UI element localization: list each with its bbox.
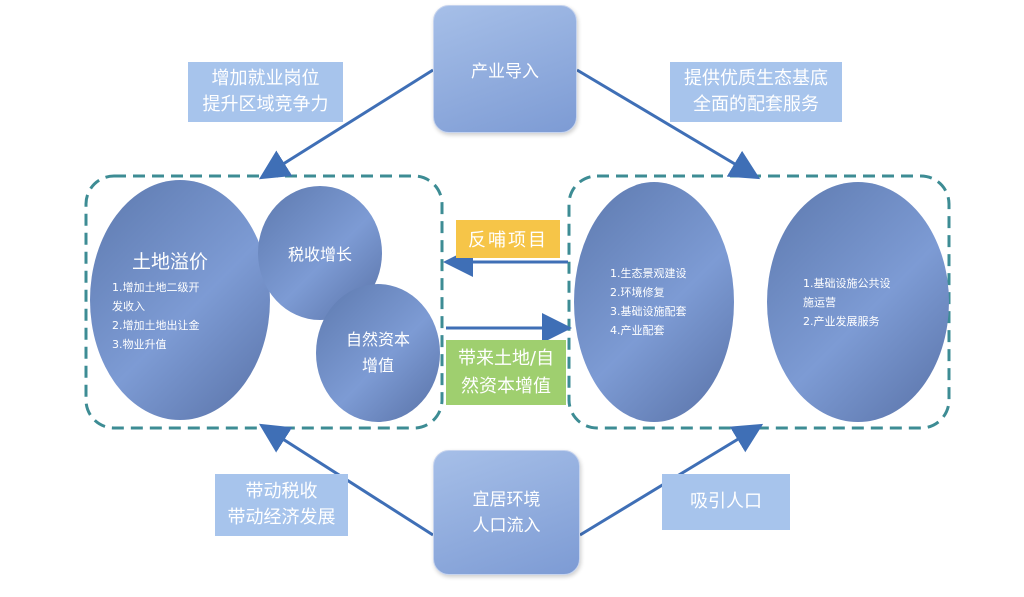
circle-nature: 自然资本 增值 <box>316 284 440 422</box>
arrow-bottom-left <box>258 423 434 537</box>
label-top-right: 提供优质生态基底 全面的配套服务 <box>670 62 842 122</box>
ops-item: 2.产业发展服务 <box>803 314 880 328</box>
eco-item: 4.产业配套 <box>610 324 665 337</box>
label-line: 提升区域竞争力 <box>202 94 329 115</box>
label-line: 带动经济发展 <box>227 507 336 528</box>
label-bottom-left: 带动税收 带动经济发展 <box>215 474 348 536</box>
land-item: 1.增加土地二级开 <box>112 280 200 294</box>
ops-item: 施运营 <box>803 295 836 309</box>
eco-item: 1.生态景观建设 <box>610 267 687 280</box>
eco-item: 3.基础设施配套 <box>610 305 687 318</box>
label-line: 吸引人口 <box>690 491 762 512</box>
nature-line: 自然资本 <box>345 330 410 349</box>
feedback-text: 反哺项目 <box>468 230 548 251</box>
ops-item: 1.基础设施公共设 <box>803 276 891 290</box>
feedback-label: 反哺项目 <box>456 220 560 258</box>
eco-item: 2.环境修复 <box>610 286 665 299</box>
tax-label: 税收增长 <box>287 245 352 264</box>
arrow-top-left <box>258 68 434 180</box>
land-item: 3.物业升值 <box>112 337 167 351</box>
node-living: 宜居环境 人口流入 <box>433 450 580 575</box>
label-top-left: 增加就业岗位 提升区域竞争力 <box>188 62 343 122</box>
node-industry: 产业导入 <box>433 5 577 133</box>
value-add-line: 然资本增值 <box>461 375 551 397</box>
arrow-top-right <box>576 68 761 180</box>
node-living-line: 人口流入 <box>472 515 541 536</box>
land-item: 2.增加土地出让金 <box>112 318 200 332</box>
label-line: 增加就业岗位 <box>211 68 320 89</box>
land-item: 发收入 <box>112 299 145 313</box>
value-add-label: 带来土地/自 然资本增值 <box>446 340 566 405</box>
label-line: 全面的配套服务 <box>693 94 819 115</box>
label-line: 带动税收 <box>245 481 318 502</box>
circle-eco: 1.生态景观建设 2.环境修复 3.基础设施配套 4.产业配套 <box>574 182 734 422</box>
circle-land-premium: 土地溢价 1.增加土地二级开 发收入 2.增加土地出让金 3.物业升值 <box>90 180 270 420</box>
nature-line: 增值 <box>361 356 394 375</box>
value-add-line: 带来土地/自 <box>457 347 555 369</box>
land-title: 土地溢价 <box>132 250 209 273</box>
circle-operations: 1.基础设施公共设 施运营 2.产业发展服务 <box>767 182 949 422</box>
node-living-line: 宜居环境 <box>472 489 541 510</box>
node-industry-label: 产业导入 <box>471 61 539 82</box>
label-line: 提供优质生态基底 <box>684 68 828 89</box>
label-bottom-right: 吸引人口 <box>662 474 790 530</box>
